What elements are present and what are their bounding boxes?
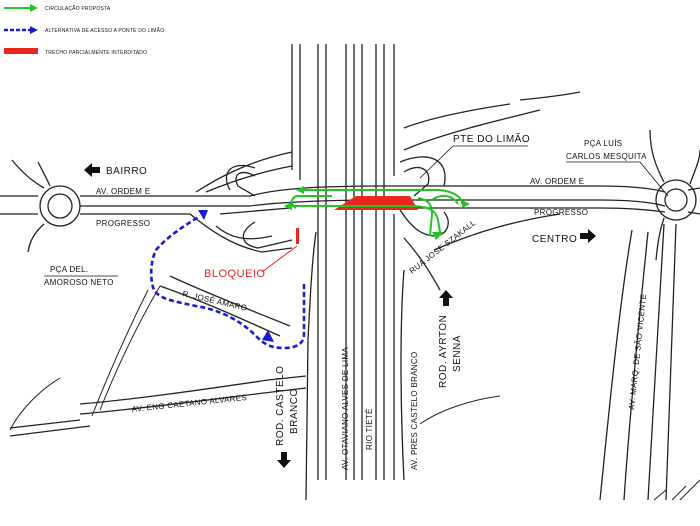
label-av-ordem-e-left: AV. ORDEM E [96, 187, 150, 196]
legend-blocked-label: TRECHO PARCIALMENTE INTERDITADO [45, 50, 147, 56]
label-pca-luis-1: PÇA LUÍS [584, 139, 622, 148]
legend: CIRCULAÇÃO PROPOSTA ALTERNATIVA DE ACESS… [4, 4, 164, 56]
green-arrow-down-icon [432, 232, 444, 240]
centro-arrow-icon [580, 229, 596, 243]
label-jose-szakall: RUA JOSE SZAKALL [408, 218, 478, 276]
label-progresso-right: PROGRESSO [534, 208, 588, 217]
label-av-ordem-e-right: AV. ORDEM E [530, 177, 584, 186]
blue-arrow-icon [198, 210, 208, 220]
castelo-arrow-icon [277, 452, 291, 468]
label-pca-del-2: AMOROSO NETO [44, 278, 114, 287]
green-arrow-left-icon [284, 202, 292, 210]
label-jose-amaro: R. JOSÉ AMARO [182, 289, 248, 313]
blue-arrow-icon [262, 330, 274, 342]
label-bloqueio: BLOQUEIO [204, 268, 265, 280]
label-pte-limao: PTE DO LIMÃO [453, 132, 530, 145]
legend-alternative: ALTERNATIVA DE ACESSO A PONTE DO LIMÃO [4, 26, 164, 34]
label-otaviano: AV. OTAVIANO ALVES DE LIMA [341, 347, 350, 470]
label-ayrton-2: SENNA [452, 335, 463, 372]
bairro-arrow-icon [84, 163, 100, 177]
label-castelo-1: ROD. CASTELO [275, 366, 286, 446]
legend-blocked: TRECHO PARCIALMENTE INTERDITADO [4, 48, 147, 56]
label-pres-castelo: AV. PRES CASTELO BRANCO [410, 352, 419, 471]
label-sao-vicente: AV. MARQ. DE SÃO VICENTE [627, 293, 648, 410]
blockade-marker [261, 228, 299, 273]
green-arrow-right-icon [462, 200, 470, 208]
label-rio-tiete: RIO TIETÊ [365, 408, 374, 450]
label-pca-del-1: PÇA DEL. [50, 265, 88, 274]
label-bairro: BAIRRO [106, 166, 147, 177]
legend-proposed-label: CIRCULAÇÃO PROPOSTA [45, 5, 111, 12]
green-arrow-left-icon [296, 186, 304, 194]
legend-proposed: CIRCULAÇÃO PROPOSTA [4, 4, 111, 12]
ayrton-arrow-icon [439, 290, 453, 306]
label-pca-luis-2: CARLOS MESQUITA [566, 152, 647, 161]
label-centro: CENTRO [532, 234, 577, 245]
proposed-arrows [284, 186, 470, 240]
proposed-route [288, 189, 463, 237]
label-castelo-2: BRANCO [289, 388, 300, 434]
legend-alternative-label: ALTERNATIVA DE ACESSO A PONTE DO LIMÃO [45, 27, 164, 34]
alternative-route [149, 214, 306, 350]
road-network [0, 44, 700, 501]
label-ayrton-1: ROD. AYRTON [438, 315, 449, 388]
label-progresso-left: PROGRESSO [96, 219, 150, 228]
